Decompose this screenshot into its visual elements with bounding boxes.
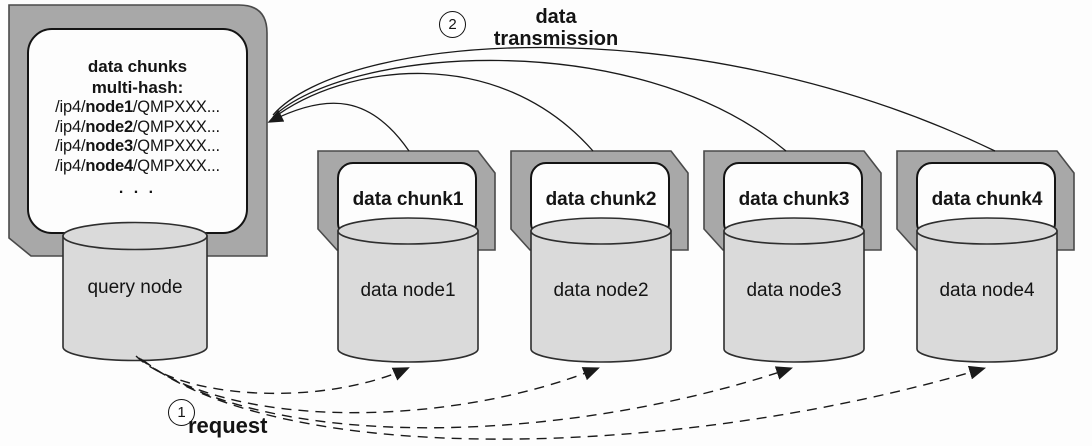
data-node2-label: data node2 [553,280,649,301]
data-transmission-label: data transmission [493,6,619,50]
request-label: request [188,413,268,438]
data-node1-cylinder [337,217,479,363]
data-chunk2-label: data chunk2 [545,189,657,210]
request-arrow-to-node3 [140,358,793,429]
data-node4-cylinder [916,217,1058,363]
transmission-arrow-from-chunk4 [272,46,996,152]
multihash-entry-3: /ip4/node3/QMPXXX... [55,137,220,155]
request-arrow-to-node2 [138,357,600,414]
data-node1-label: data node1 [360,280,456,301]
data-assembly-1 [317,150,496,363]
data-chunk3-label: data chunk3 [738,189,850,210]
data-chunk1-label: data chunk1 [352,189,464,210]
request-arrow-to-node1 [135,355,410,395]
multihash-entry-1: /ip4/node1/QMPXXX... [55,98,220,116]
data-node3-cylinder [723,217,865,363]
multihash-entry-2: /ip4/node2/QMPXXX... [55,117,220,136]
query-node-label: query node [87,277,183,298]
data-node3-label: data node3 [746,280,842,301]
data-assembly-2 [510,150,689,363]
data-assembly-3 [703,150,882,363]
multihash-panel-text: data chunks multi-hash: /ip4/node1/QMPXX… [28,56,247,198]
data-node2-cylinder [530,217,672,363]
query-node-cylinder [62,221,208,362]
panel-title-line2: multi-hash: [91,78,184,97]
data-node4-label: data node4 [939,280,1035,301]
data-assembly-4 [896,150,1075,363]
transmission-arrow-from-chunk2 [271,72,594,152]
transmission-arrow-from-chunk1 [267,102,410,152]
data-chunk4-label: data chunk4 [931,189,1043,210]
request-arrows [135,355,987,440]
multihash-ellipsis: . . . [118,180,157,197]
step-2-badge: 2 [439,11,466,38]
panel-title-line1: data chunks [87,57,188,76]
transmission-arrows [267,46,996,152]
request-arrow-to-node4 [142,359,987,440]
query-node-card [8,4,268,257]
transmission-arrow-from-chunk3 [272,59,787,152]
multihash-entry-4: /ip4/node4/QMPXXX... [55,156,220,175]
step-1-badge: 1 [168,399,195,426]
